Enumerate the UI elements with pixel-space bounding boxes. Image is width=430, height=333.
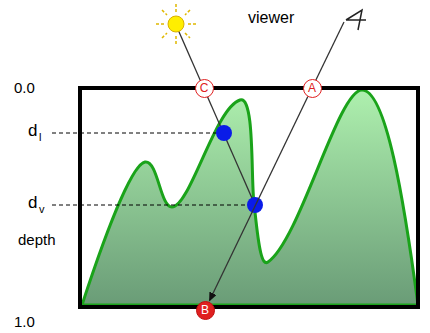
view-ray	[210, 97, 308, 301]
height-field	[82, 90, 418, 305]
sun	[168, 16, 184, 32]
view-ray-upper	[312, 22, 344, 88]
point-marker: B	[196, 301, 215, 320]
axis-value: 1.0	[14, 314, 35, 329]
dl-dashed-line	[52, 133, 224, 134]
viewer-label: viewer	[248, 10, 294, 26]
sun-rays	[156, 4, 196, 44]
depth-subscript: v	[39, 204, 45, 215]
depth-symbol: d	[28, 194, 37, 211]
eye-symbol	[346, 10, 366, 30]
point-marker: C	[195, 79, 214, 98]
depth-subscript: l	[39, 132, 41, 143]
dv-dashed-line	[52, 205, 255, 206]
intersection-dot	[216, 125, 232, 141]
depth-box	[80, 88, 418, 307]
axis-value: 0.0	[14, 80, 35, 95]
depth-symbol: d	[28, 122, 37, 139]
point-letter: C	[200, 82, 209, 94]
point-letter: A	[308, 82, 316, 94]
axis-title: depth	[18, 232, 56, 247]
light-ray	[176, 25, 255, 205]
point-marker: A	[303, 79, 322, 98]
point-letter: B	[201, 304, 209, 316]
